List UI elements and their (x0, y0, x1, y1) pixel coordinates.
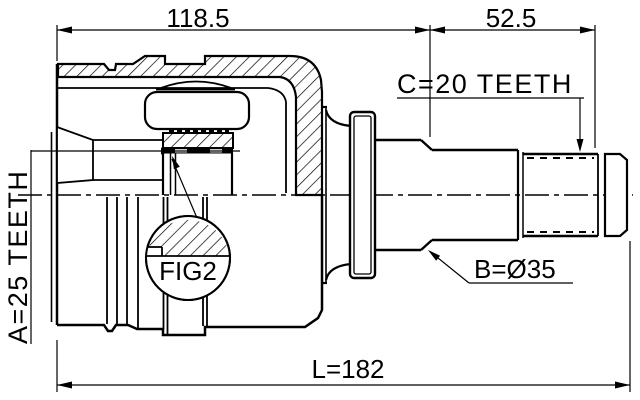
housing-cavity-line (58, 87, 287, 193)
boot-seat-fillet-bottom (324, 262, 352, 281)
label-b-diameter: B=Ø35 (474, 254, 556, 284)
b-leader-line (429, 251, 470, 284)
ball-element (143, 90, 251, 131)
label-a-25-teeth: A=25 TEETH (3, 170, 33, 344)
shaft-step-ramp-bottom (420, 239, 433, 251)
shaft (321, 105, 629, 285)
detail-groove-notch (145, 246, 162, 256)
dimension-arrowheads (57, 26, 630, 389)
detail-hatch-segment (146, 219, 230, 256)
fig2-label: FIG2 (159, 256, 217, 286)
detail-leader-arrowhead (172, 156, 180, 170)
boot-clamp-ring (348, 110, 377, 280)
label-c-20-teeth: C=20 TEETH (397, 69, 573, 99)
housing-body (50, 54, 324, 337)
dim-text-length: L=182 (311, 354, 384, 384)
housing-section-hatch (56, 54, 324, 197)
c-spline-arrowhead (576, 139, 584, 152)
dim-text-118-5: 118.5 (166, 3, 229, 33)
detail-circle-fig2: FIG2 (145, 156, 231, 301)
shaft-step-ramp-top (420, 139, 433, 151)
boot-seat-fillet-top (324, 109, 352, 128)
dim-text-52-5: 52.5 (486, 3, 537, 33)
race-track-lens (160, 80, 232, 89)
inner-race-section (162, 132, 234, 149)
boot-clamp-ring-inner (353, 115, 372, 275)
detail-circle-outline (145, 215, 231, 301)
dimension-annotations (30, 25, 631, 392)
bore-chamfer-cone (56, 125, 94, 184)
shaft-end-cap (603, 152, 629, 238)
detail-leader-line (171, 158, 198, 219)
